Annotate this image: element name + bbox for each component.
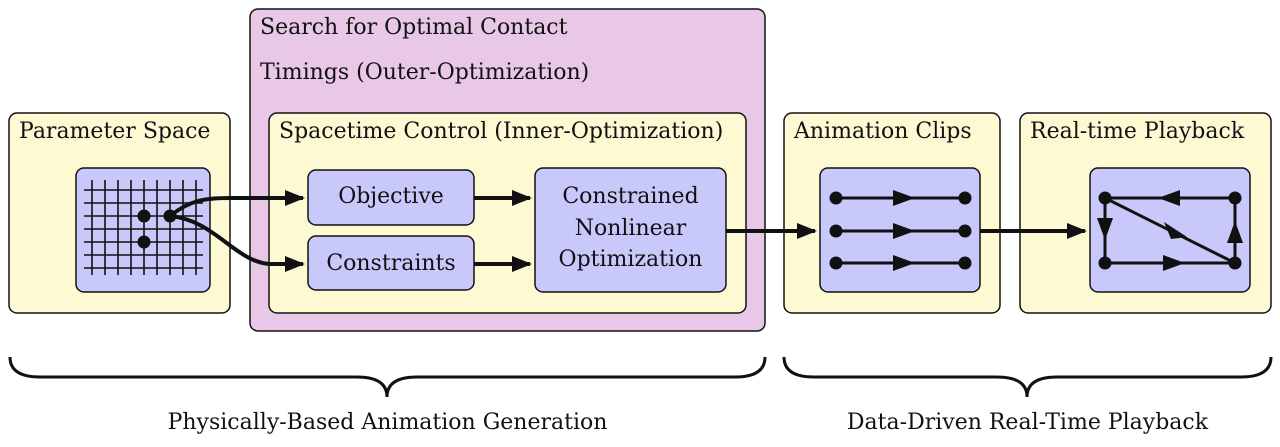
animation-clips-title: Animation Clips <box>794 119 972 144</box>
optimizer-label-line1: Constrained <box>562 184 699 209</box>
outer-optimization-title-line2: Timings (Outer-Optimization) <box>260 60 590 85</box>
realtime-playback-title: Real-time Playback <box>1030 119 1245 144</box>
inner-optimization-title: Spacetime Control (Inner-Optimization) <box>279 119 724 144</box>
optimizer-label-line3: Optimization <box>558 247 703 272</box>
grid-node <box>137 235 151 249</box>
clip-direction-arrowheads <box>893 190 915 271</box>
optimizer-label-line2: Nonlinear <box>574 216 687 241</box>
right-brace-label: Data-Driven Real-Time Playback <box>846 410 1209 435</box>
playback-graph-nodes <box>1098 191 1242 270</box>
parameter-grid-box <box>75 167 211 293</box>
left-brace <box>8 356 767 398</box>
clip-nodes <box>829 191 972 270</box>
grid-to-objective-arrow <box>168 190 305 218</box>
objective-label: Objective <box>338 184 444 209</box>
constraints-label: Constraints <box>326 251 456 276</box>
right-brace <box>782 356 1273 398</box>
parameter-space-title: Parameter Space <box>19 119 211 144</box>
grid-to-constraints-arrow <box>169 214 305 272</box>
flow-arrows <box>168 190 1087 272</box>
left-brace-label: Physically-Based Animation Generation <box>167 410 608 435</box>
outer-optimization-title-line1: Search for Optimal Contact <box>260 15 568 40</box>
playback-graph-arrowheads <box>1097 190 1243 271</box>
grid-node <box>137 209 151 223</box>
parameter-grid <box>84 180 203 275</box>
